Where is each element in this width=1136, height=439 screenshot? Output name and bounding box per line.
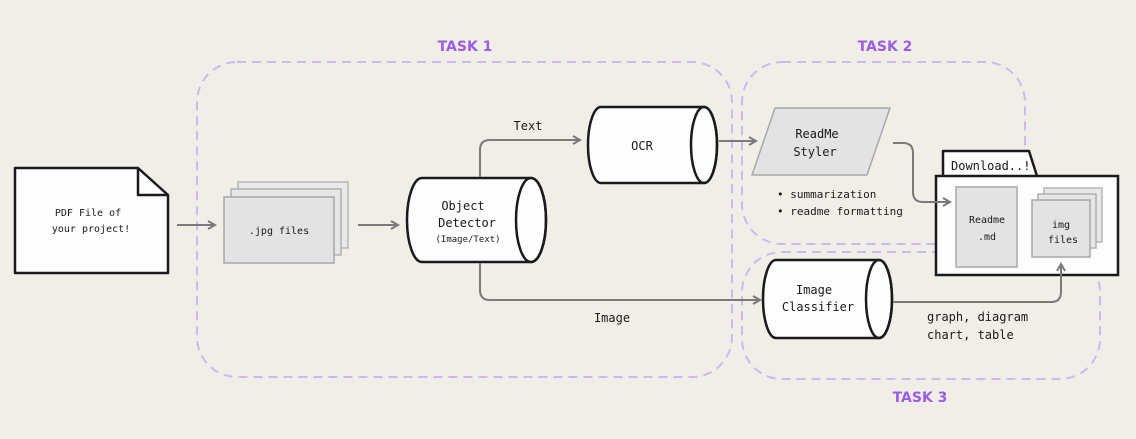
- pdf-file-node: PDF File of your project!: [13, 166, 170, 275]
- edge-label-image: Image: [594, 311, 630, 325]
- download-title: Download..!: [951, 159, 1030, 173]
- detector-label-line1: Object: [441, 199, 484, 213]
- jpg-files-label: .jpg files: [249, 226, 309, 237]
- styler-note-summarization: • summarization: [777, 188, 876, 201]
- readme-label-line1: Readme: [969, 215, 1005, 226]
- styler-note-formatting: • readme formatting: [777, 205, 903, 218]
- detector-label-line2: Detector: [438, 216, 496, 230]
- task3-region: [741, 251, 1101, 380]
- detector-label-line3: (Image/Text): [435, 235, 500, 245]
- edge-label-text: Text: [514, 119, 543, 133]
- readme-styler-node: ReadMe Styler: [751, 107, 891, 176]
- object-detector-node: Object Detector (Image/Text): [405, 176, 548, 264]
- edge-detector-to-classifier: [479, 263, 760, 300]
- task1-region: [196, 61, 733, 378]
- edge-classifier-to-img: [893, 264, 1061, 303]
- img-files-label-line1: img: [1052, 220, 1070, 231]
- pdf-label-line1: PDF File of: [55, 208, 121, 219]
- classifier-label-line2: Classifier: [782, 300, 854, 314]
- img-files-label-line2: files: [1048, 235, 1078, 246]
- styler-label-line1: ReadMe: [795, 127, 838, 141]
- readme-label-line2: .md: [978, 232, 996, 243]
- edge-label-classes-line1: graph, diagram: [927, 310, 1028, 324]
- task3-label: TASK 3: [893, 390, 948, 406]
- edge-styler-to-readme: [893, 142, 950, 202]
- task1-label: TASK 1: [438, 39, 493, 55]
- img-files-stack: [1031, 187, 1103, 258]
- edge-label-classes-line2: chart, table: [927, 328, 1014, 342]
- edges: [177, 140, 1061, 302]
- task2-label: TASK 2: [858, 39, 913, 55]
- ocr-node: OCR: [586, 105, 719, 185]
- styler-label-line2: Styler: [793, 145, 836, 159]
- jpg-files-node: .jpg files: [223, 181, 349, 264]
- image-classifier-node: Image Classifier: [761, 258, 894, 340]
- edge-detector-to-ocr: [479, 140, 580, 177]
- download-folder-node: Download..! Readme .md img files: [934, 149, 1120, 277]
- pdf-label-line2: your project!: [52, 224, 130, 235]
- readme-md-file: [955, 186, 1018, 268]
- ocr-label: OCR: [631, 139, 653, 153]
- classifier-label-line1: Image: [796, 283, 832, 297]
